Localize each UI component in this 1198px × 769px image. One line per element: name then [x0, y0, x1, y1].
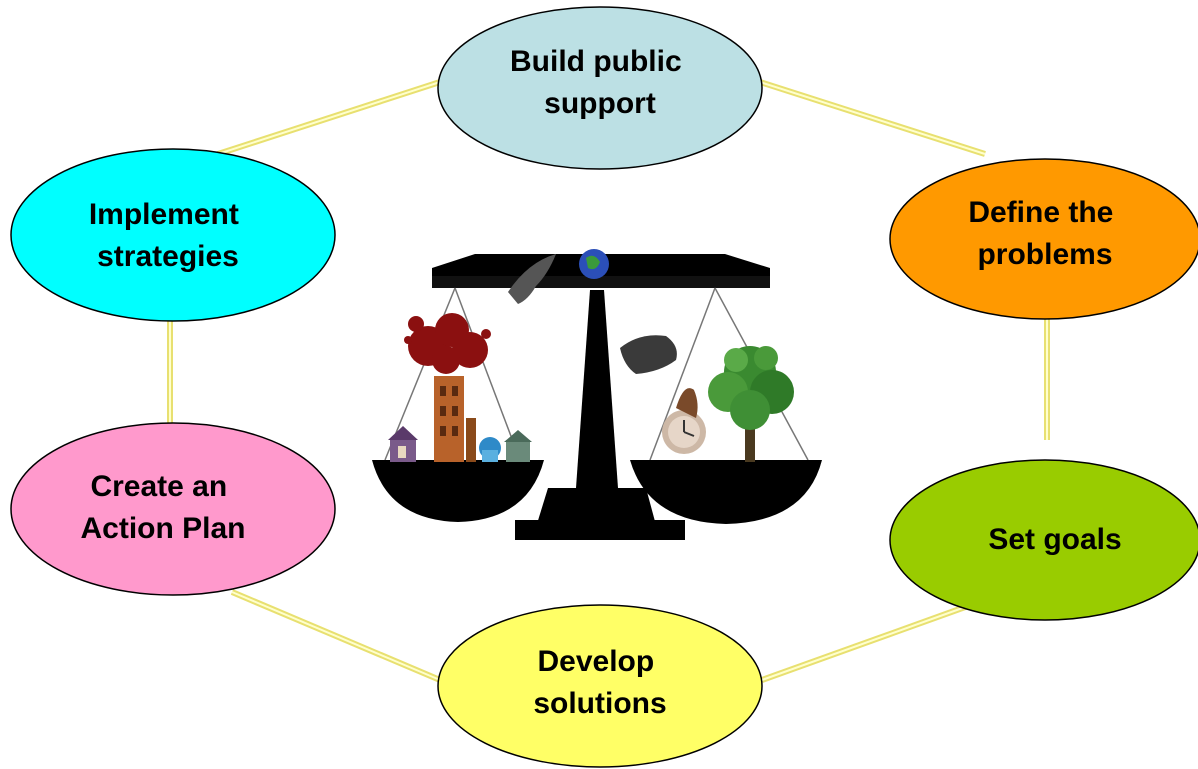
node-set-goals: Set goals [889, 459, 1198, 621]
node-ellipse [889, 158, 1198, 320]
node-label: Create an Action Plan [80, 470, 245, 545]
node-label-line: Action Plan [80, 512, 245, 545]
node-label-line: Develop [537, 645, 654, 678]
node-label-line: strategies [97, 240, 239, 273]
node-ellipse [10, 148, 336, 322]
node-label: Build public support [510, 45, 690, 120]
node-label-line: support [544, 87, 656, 120]
node-label-line: Implement [89, 198, 239, 231]
node-ellipse [10, 422, 336, 596]
node-label-line: problems [977, 238, 1112, 271]
node-label-line: Build public [510, 45, 682, 78]
node-ellipse [437, 6, 763, 170]
node-label-line: Define the [968, 196, 1113, 229]
node-create-an-action-plan: Create an Action Plan [10, 422, 336, 596]
node-label: Develop solutions [533, 645, 666, 720]
node-label: Define the problems [968, 196, 1121, 271]
node-develop-solutions: Develop solutions [437, 604, 763, 768]
connector-implement-build [217, 79, 441, 157]
node-ellipse [889, 459, 1198, 621]
node-label: Implement strategies [89, 198, 247, 273]
connector-develop-plan [230, 589, 442, 683]
connector-lines [167, 79, 1050, 683]
node-implement-strategies: Implement strategies [10, 148, 336, 322]
node-label-line: solutions [533, 687, 666, 720]
connector-goals-develop [760, 603, 970, 683]
node-build-public-support: Build public support [437, 6, 763, 170]
balance-scale-icon [372, 249, 822, 540]
node-label: Set goals [988, 523, 1121, 556]
node-ellipse [437, 604, 763, 768]
node-label-line: Create an [90, 470, 227, 503]
connector-build-define [759, 79, 986, 157]
node-define-the-problems: Define the problems [889, 158, 1198, 320]
node-label-line: Set goals [988, 523, 1121, 556]
